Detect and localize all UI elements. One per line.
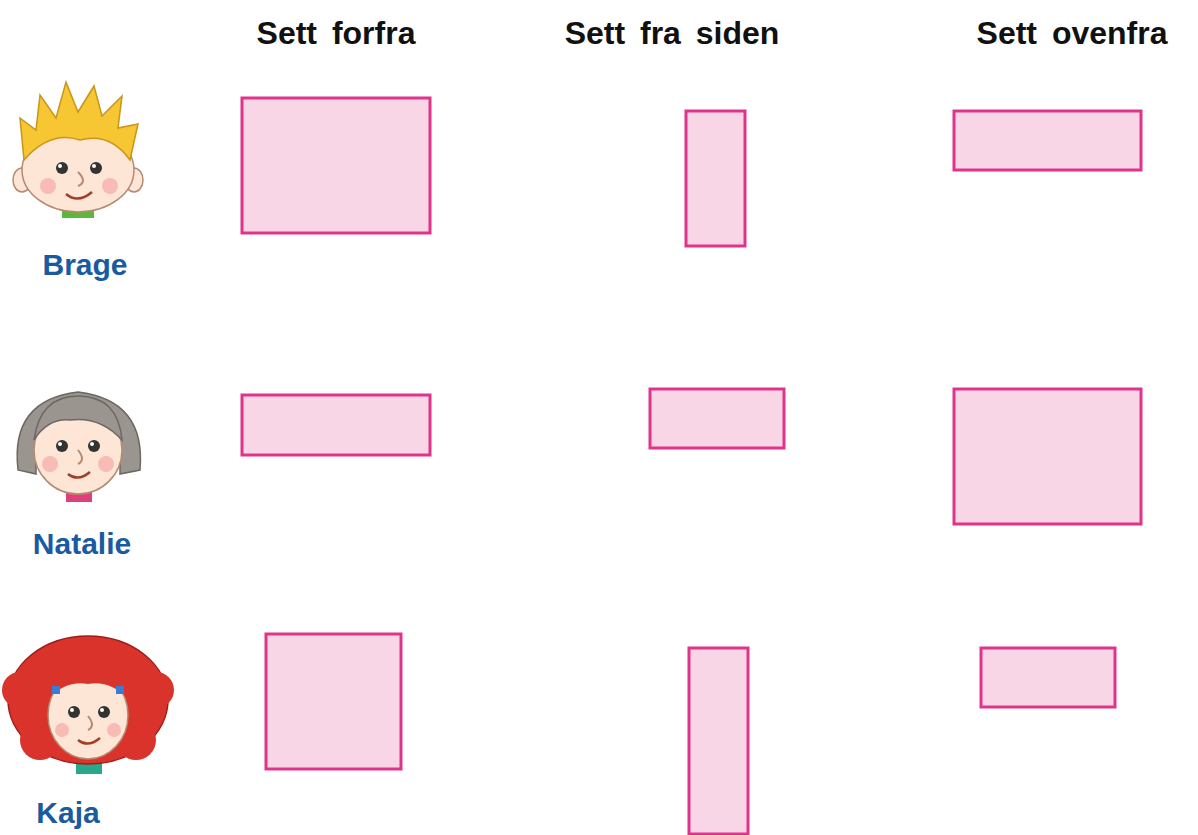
person-name: Kaja (36, 796, 99, 829)
person-name: Natalie (33, 527, 131, 560)
front-view-rect (242, 98, 430, 233)
column-header: Sett forfra (257, 16, 416, 51)
person-name: Brage (42, 248, 127, 281)
boy-face (13, 82, 143, 218)
girl-face (2, 636, 174, 774)
top-view-rect (954, 389, 1141, 524)
side-view-rect (650, 389, 784, 448)
top-view-rect (954, 111, 1141, 170)
column-header: Sett fra siden (565, 16, 780, 51)
front-view-rect (242, 395, 430, 455)
girl-face (17, 392, 140, 502)
column-header: Sett ovenfra (977, 16, 1168, 51)
front-view-rect (266, 634, 401, 769)
side-view-rect (689, 648, 748, 834)
side-view-rect (686, 111, 745, 246)
top-view-rect (981, 648, 1115, 707)
